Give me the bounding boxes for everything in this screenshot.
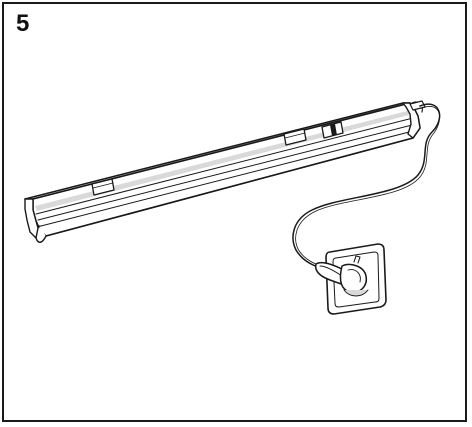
power-cable <box>292 103 441 269</box>
step-number: 5 <box>16 10 30 37</box>
light-fixture <box>24 100 426 243</box>
power-plug <box>314 255 369 297</box>
